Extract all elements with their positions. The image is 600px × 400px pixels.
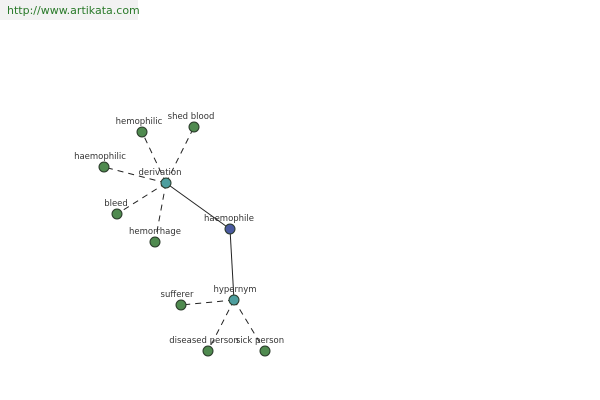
edge-root-derivation	[165, 182, 231, 230]
graph-nodes	[98, 121, 271, 357]
node-label-diseased-person[interactable]: diseased person	[169, 336, 239, 346]
node-hypernym[interactable]	[228, 294, 240, 306]
edge-derivation-hemophilic	[141, 131, 167, 184]
edge-hypernym-sufferer	[180, 299, 235, 306]
node-derivation[interactable]	[160, 177, 172, 189]
edge-derivation-bleed	[116, 182, 167, 215]
node-hemophilic[interactable]	[136, 126, 148, 138]
node-sick-person[interactable]	[259, 345, 271, 357]
node-haemophilic[interactable]	[98, 161, 110, 173]
url-banner: http://www.artikata.com	[0, 0, 140, 20]
node-label-hemorrhage[interactable]: hemorrhage	[129, 227, 181, 237]
node-shed-blood[interactable]	[188, 121, 200, 133]
graph-labels: haemophile derivation hypernym hemophilic sh…	[74, 112, 284, 346]
node-label-sufferer[interactable]: sufferer	[161, 290, 194, 300]
node-diseased-person[interactable]	[202, 345, 214, 357]
node-label-haemophilic[interactable]: haemophilic	[74, 152, 126, 162]
node-label-derivation[interactable]: derivation	[138, 168, 181, 178]
edge-hypernym-sick-person	[233, 299, 266, 352]
node-label-root[interactable]: haemophile	[204, 214, 254, 224]
node-root[interactable]	[224, 223, 236, 235]
node-label-hemophilic[interactable]: hemophilic	[116, 117, 163, 127]
node-hemorrhage[interactable]	[149, 236, 161, 248]
node-label-shed-blood[interactable]: shed blood	[168, 112, 215, 122]
node-label-bleed[interactable]: bleed	[104, 199, 128, 209]
node-sufferer[interactable]	[175, 299, 187, 311]
node-bleed[interactable]	[111, 208, 123, 220]
node-label-sick-person[interactable]: sick person	[236, 336, 284, 346]
edge-hypernym-diseased-person	[207, 299, 235, 352]
edge-root-hypernym	[229, 228, 235, 301]
site-url[interactable]: http://www.artikata.com	[7, 4, 140, 17]
graph-edges	[103, 126, 266, 352]
node-label-hypernym[interactable]: hypernym	[213, 285, 256, 295]
